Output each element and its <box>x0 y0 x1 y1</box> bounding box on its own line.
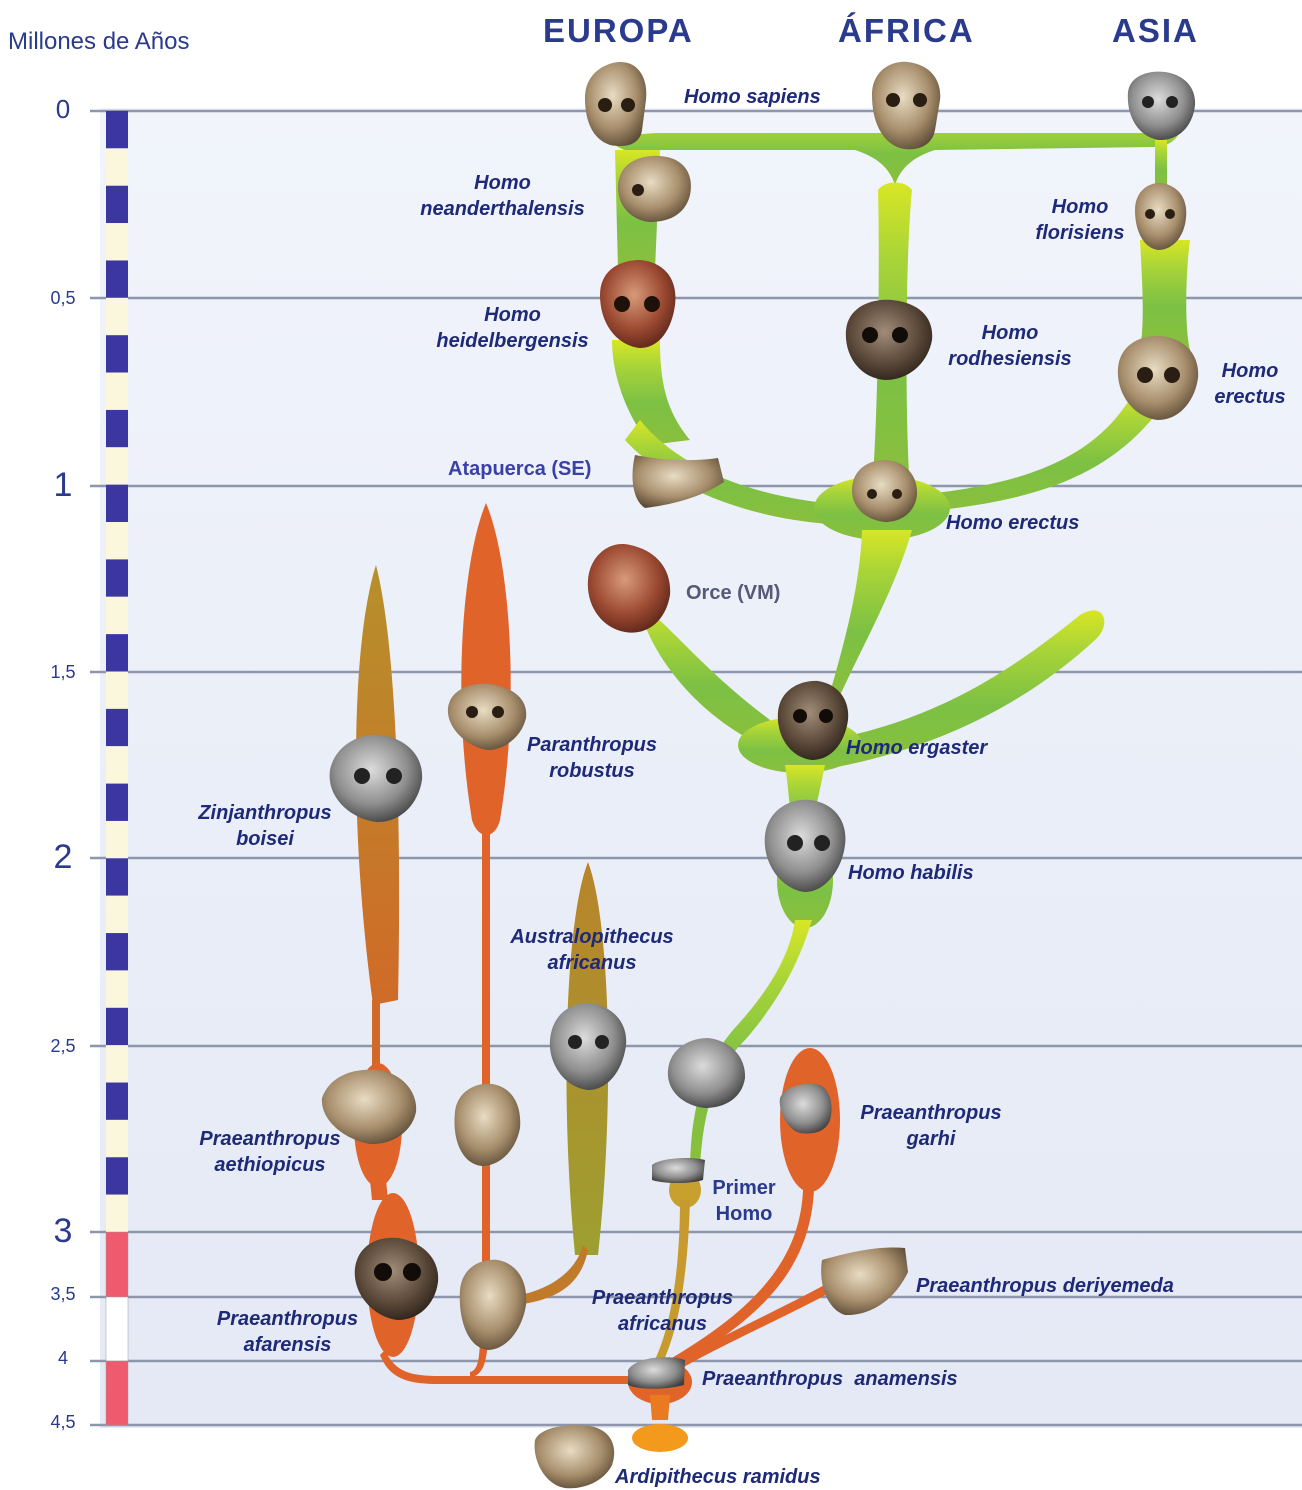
scale-segment <box>106 746 128 783</box>
scale-segment <box>106 223 128 260</box>
tick-3-5: 3,5 <box>28 1284 98 1305</box>
label-praeanthropus-aethiopicus: Praeanthropusaethiopicus <box>185 1126 355 1178</box>
label-floresiensis: Homoflorisiens <box>1025 194 1135 246</box>
scale-segment <box>106 709 128 746</box>
scale-segment <box>106 485 128 522</box>
tick-4: 4 <box>28 1348 98 1369</box>
label-neanderthalensis: Homoneanderthalensis <box>400 170 605 222</box>
label-homo-erectus-asia: Homoerectus <box>1200 358 1300 410</box>
tick-2-5: 2,5 <box>28 1036 98 1057</box>
label-praeanthropus-deriyemeda: Praeanthropus deriyemeda <box>916 1273 1174 1299</box>
scale-segment <box>106 858 128 895</box>
label-heidelbergensis: Homoheidelbergensis <box>420 302 605 354</box>
scale-segment <box>106 1297 128 1361</box>
continent-africa: ÁFRICA <box>838 12 975 50</box>
scale-segment <box>106 1008 128 1045</box>
label-homo-habilis: Homo habilis <box>848 860 974 886</box>
label-homo-erectus-africa: Homo erectus <box>946 510 1079 536</box>
label-zinjanthropus-boisei: Zinjanthropusboisei <box>180 800 350 852</box>
label-ardipithecus-ramidus: Ardipithecus ramidus <box>615 1464 821 1490</box>
label-primer-homo: PrimerHomo <box>704 1175 784 1227</box>
scale-segment <box>106 1232 128 1297</box>
axis-title: Millones de Años <box>8 28 189 56</box>
continent-europa: EUROPA <box>543 12 694 50</box>
scale-segment <box>106 298 128 335</box>
tick-3: 3 <box>28 1212 98 1251</box>
scale-segment <box>106 410 128 447</box>
label-homo-ergaster: Homo ergaster <box>846 735 987 761</box>
tick-4-5: 4,5 <box>28 1412 98 1433</box>
scale-segment <box>106 970 128 1007</box>
tick-0-5: 0,5 <box>28 288 98 309</box>
label-praeanthropus-anamensis: Praeanthropus anamensis <box>702 1366 958 1392</box>
scale-segment <box>106 1045 128 1082</box>
scale-segment <box>106 1157 128 1194</box>
scale-segment <box>106 784 128 821</box>
scale-segment <box>106 111 128 148</box>
timeline-background <box>100 108 1302 1428</box>
skull-primer-homo-icon <box>652 1158 705 1183</box>
time-scale-bar <box>106 111 128 1425</box>
tick-2: 2 <box>28 838 98 877</box>
scale-segment <box>106 933 128 970</box>
scale-segment <box>106 522 128 559</box>
label-australopithecus-africanus: Australopithecusafricanus <box>492 924 692 976</box>
label-orce: Orce (VM) <box>686 582 780 605</box>
scale-segment <box>106 634 128 671</box>
scale-segment <box>106 335 128 372</box>
skull-ardipithecus-ramidus-icon <box>535 1425 615 1488</box>
scale-segment <box>106 1083 128 1120</box>
tick-1: 1 <box>28 466 98 505</box>
scale-segment <box>106 1120 128 1157</box>
label-praeanthropus-afarensis: Praeanthropusafarensis <box>200 1306 375 1358</box>
label-atapuerca: Atapuerca (SE) <box>448 458 591 481</box>
label-praeanthropus-africanus: Praeanthropusafricanus <box>575 1285 750 1337</box>
scale-segment <box>106 1195 128 1232</box>
label-homo-sapiens: Homo sapiens <box>684 84 854 110</box>
scale-segment <box>106 896 128 933</box>
tick-1-5: 1,5 <box>28 662 98 683</box>
label-paranthropus-robustus: Paranthropusrobustus <box>512 732 672 784</box>
scale-segment <box>106 672 128 709</box>
skull-neanderthalensis-icon <box>618 156 691 222</box>
scale-segment <box>106 821 128 858</box>
scale-segment <box>106 559 128 596</box>
scale-segment <box>106 447 128 484</box>
label-praeanthropus-garhi: Praeanthropusgarhi <box>846 1100 1016 1152</box>
continent-asia: ASIA <box>1112 12 1199 50</box>
scale-segment <box>106 186 128 223</box>
scale-segment <box>106 260 128 297</box>
scale-segment <box>106 597 128 634</box>
scale-segment <box>106 148 128 185</box>
label-rhodesiensis: Homorodhesiensis <box>935 320 1085 372</box>
tick-0: 0 <box>28 94 98 125</box>
scale-segment <box>106 373 128 410</box>
scale-segment <box>106 1361 128 1425</box>
